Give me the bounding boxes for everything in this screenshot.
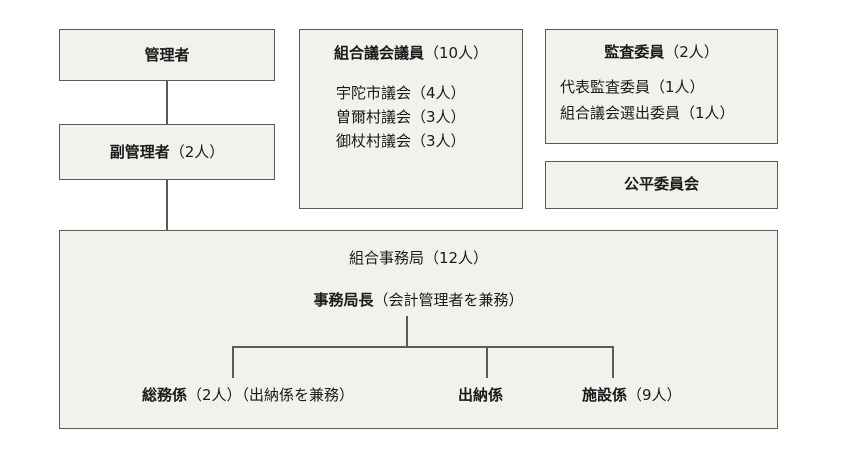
section-general-title: 総務係 <box>142 386 188 404</box>
connector-section-general <box>232 346 234 378</box>
section-facility-title: 施設係 <box>582 386 628 404</box>
office-title: 組合事務局（12人） <box>348 249 489 267</box>
fairness-box: 公平委員会 <box>545 161 778 209</box>
office-head-title: 事務局長 <box>313 291 374 309</box>
assembly-member: 御杖村議会（3人） <box>336 132 466 150</box>
connector-section-bar <box>232 346 614 348</box>
assembly-title: 組合議会議員 <box>333 44 424 62</box>
audit-count: （2人） <box>664 43 719 61</box>
office-box: 組合事務局（12人） 事務局長（会計管理者を兼務） 総務係（2人）（出納係を兼務… <box>59 230 778 429</box>
vice-manager-count: （2人） <box>169 143 225 161</box>
audit-member: 組合議会選出委員（1人） <box>560 104 735 122</box>
section-cashier: 出納係 <box>458 386 503 404</box>
connector-section-facility <box>612 346 614 378</box>
connector-manager-vice <box>166 80 168 124</box>
section-general: 総務係（2人）（出納係を兼務） <box>142 386 354 404</box>
assembly-box: 組合議会議員（10人） 宇陀市議会（4人） 曽爾村議会（3人） 御杖村議会（3人… <box>299 29 523 209</box>
section-facility-note: （9人） <box>627 386 682 404</box>
assembly-member: 宇陀市議会（4人） <box>336 84 466 102</box>
audit-member: 代表監査委員（1人） <box>560 78 705 96</box>
section-cashier-title: 出納係 <box>458 386 504 404</box>
manager-title: 管理者 <box>144 46 190 64</box>
audit-title: 監査委員 <box>604 43 665 61</box>
assembly-count: （10人） <box>423 44 489 62</box>
connector-head-down <box>406 316 408 347</box>
connector-vice-office <box>166 179 168 231</box>
manager-box: 管理者 <box>59 29 275 81</box>
vice-manager-box: 副管理者（2人） <box>59 124 275 180</box>
assembly-member: 曽爾村議会（3人） <box>336 108 466 126</box>
connector-section-cashier <box>486 346 488 378</box>
vice-manager-title: 副管理者 <box>109 143 170 161</box>
audit-box: 監査委員（2人） 代表監査委員（1人） 組合議会選出委員（1人） <box>545 29 778 144</box>
fairness-title: 公平委員会 <box>623 175 699 193</box>
office-head-note: （会計管理者を兼務） <box>373 291 524 309</box>
section-general-note: （2人）（出納係を兼務） <box>187 386 355 404</box>
section-facility: 施設係（9人） <box>582 386 682 404</box>
